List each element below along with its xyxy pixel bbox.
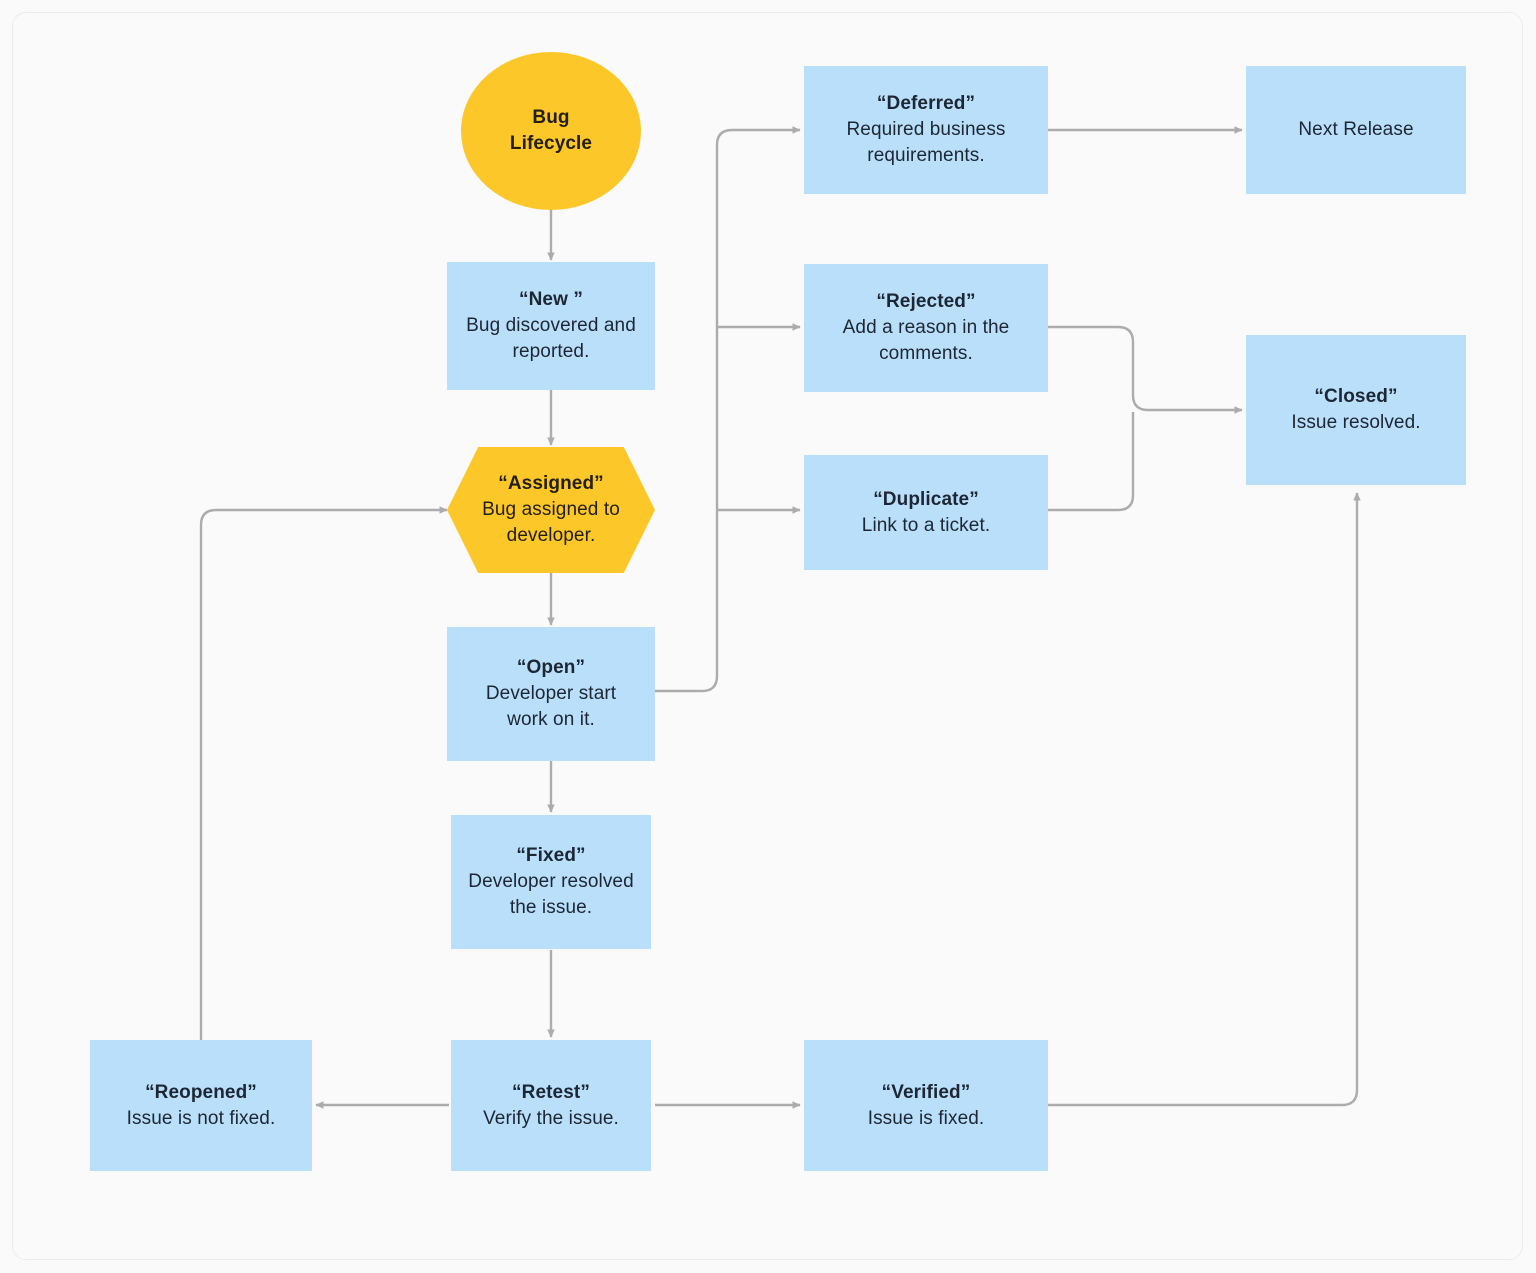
node-title: “Rejected” [876,291,976,313]
node-desc-line2: work on it. [507,708,595,730]
node-desc-line1: Issue resolved. [1291,412,1421,433]
node-desc-line1: Add a reason in the [842,317,1010,339]
node-desc-line1: Verify the issue. [483,1107,619,1129]
node-title: “Closed” [1314,386,1398,408]
node-title: “Retest” [512,1081,590,1103]
node-deferred[interactable]: “Deferred” Required business requirement… [804,66,1048,194]
node-title-line2: Lifecycle [509,133,593,154]
node-title: “Deferred” [876,93,976,115]
node-open[interactable]: “Open” Developer start work on it. [447,627,655,761]
node-rejected[interactable]: “Rejected” Add a reason in the comments. [804,264,1048,392]
edge-verified-closed [1048,492,1361,1107]
node-title: “Open” [516,657,586,679]
node-fixed[interactable]: “Fixed” Developer resolved the issue. [451,815,651,949]
node-assigned[interactable]: “Assigned” Bug assigned to developer. [447,447,655,573]
node-desc-line2: requirements. [867,144,985,166]
node-retest[interactable]: “Retest” Verify the issue. [451,1040,651,1171]
node-new[interactable]: “New ” Bug discovered and reported. [447,262,655,390]
node-desc-line1: Issue is fixed. [867,1107,985,1129]
node-desc-line2: developer. [506,524,596,546]
node-bug-lifecycle[interactable]: Bug Lifecycle [461,52,641,210]
node-title: “Reopened” [145,1081,257,1103]
node-title: “Verified” [881,1081,971,1103]
node-title: “Assigned” [498,473,604,495]
node-desc-line2: comments. [879,342,973,364]
edge-open-deferred [655,126,801,693]
node-desc-line1: Required business [846,119,1006,141]
node-desc-line1: Next Release [1298,119,1414,141]
node-title: “Fixed” [516,845,586,867]
node-desc-line1: Bug assigned to [482,499,620,521]
node-desc-line1: Developer start [485,683,617,705]
node-title: Bug [532,107,570,129]
node-closed[interactable]: “Closed” Issue resolved. [1246,335,1466,485]
edge-duplicate-closed [1048,412,1135,512]
node-desc-line1: Developer resolved [468,871,634,893]
node-desc-line1: Issue is not fixed. [126,1107,276,1129]
node-desc-line2: the issue. [509,896,593,918]
node-duplicate[interactable]: “Duplicate” Link to a ticket. [804,455,1048,570]
node-next-release[interactable]: Next Release [1246,66,1466,194]
node-title: “New ” [519,289,583,311]
node-title: “Duplicate” [873,488,979,510]
node-desc-line2: reported. [512,340,590,362]
node-verified[interactable]: “Verified” Issue is fixed. [804,1040,1048,1171]
node-desc-line1: Bug discovered and [466,315,636,337]
node-reopened[interactable]: “Reopened” Issue is not fixed. [90,1040,312,1171]
edge-reopened-assigned [199,506,448,1040]
node-desc-line1: Link to a ticket. [861,514,991,536]
edge-rejected-closed [1048,325,1243,414]
